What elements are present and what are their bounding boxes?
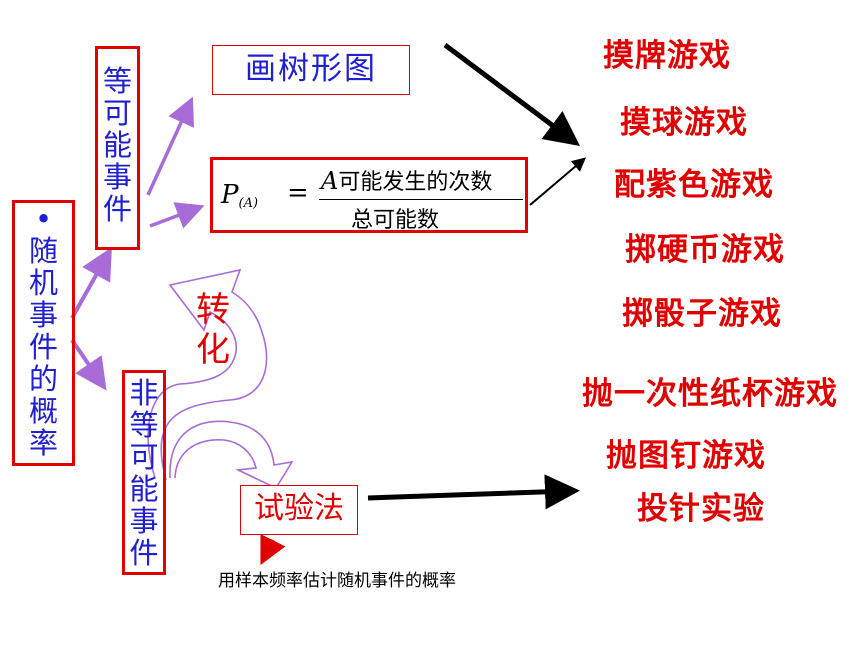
char: 件 (102, 192, 132, 226)
formula-numerator-text: 可能发生的次数 (338, 170, 493, 195)
formula-equals: = (287, 178, 309, 208)
formula-fraction-bar (319, 199, 523, 200)
game-item: 配紫色游戏 (614, 167, 774, 203)
formula-p: P (221, 180, 239, 210)
char: 事 (102, 160, 132, 194)
char: 等 (102, 64, 132, 98)
game-item: 掷硬币游戏 (625, 232, 785, 268)
char: 化 (196, 330, 230, 370)
formula-lhs: P(A) (221, 180, 258, 211)
char: 非 (129, 376, 159, 410)
random-event-probability-text: • 随 机 事 件 的 概 率 (15, 203, 72, 459)
experiment-method-box: 试验法 (240, 485, 358, 535)
char: 事 (129, 504, 159, 538)
char: 可 (102, 96, 132, 130)
formula-numerator-var: A (321, 167, 339, 195)
char: 件 (129, 536, 159, 570)
estimate-note: 用样本频率估计随机事件的概率 (218, 571, 456, 591)
tree-diagram-label: 画树形图 (245, 51, 377, 87)
equal-likelihood-box: 等 可 能 事 件 (95, 46, 140, 250)
arrow-to-estimate (260, 533, 286, 566)
char: 随 (28, 234, 58, 268)
char: 概 (28, 394, 58, 428)
char: 能 (102, 128, 132, 162)
arrow-to-nonequal (70, 338, 107, 391)
game-item: 抛一次性纸杯游戏 (582, 376, 838, 412)
arrow-experiment-to-games (367, 474, 580, 510)
game-item: 摸牌游戏 (603, 38, 731, 74)
arrow-to-formula (149, 202, 205, 229)
game-item: 摸球游戏 (620, 105, 748, 141)
char: 率 (28, 426, 58, 460)
non-equal-likelihood-box: 非 等 可 能 事 件 (122, 370, 166, 575)
char: 机 (28, 266, 58, 300)
char: 事 (28, 298, 58, 332)
conversion-curved-arrows (147, 268, 294, 490)
arrow-to-tree (146, 96, 195, 196)
arrow-to-equal (70, 247, 112, 319)
tree-diagram-box: 画树形图 (212, 45, 410, 95)
formula-denominator: 总可能数 (351, 208, 440, 233)
char: 的 (28, 362, 58, 396)
conversion-label: 转 化 (196, 290, 230, 370)
experiment-method-label: 试验法 (254, 491, 344, 526)
probability-formula-box: P(A) = A可能发生的次数 总可能数 (210, 157, 528, 233)
char: 可 (129, 440, 159, 474)
char: 件 (28, 330, 58, 364)
formula-numerator: A可能发生的次数 (321, 164, 492, 196)
arrow-tree-to-games (443, 42, 581, 146)
non-equal-likelihood-text: 非 等 可 能 事 件 (125, 373, 163, 569)
equal-likelihood-text: 等 可 能 事 件 (98, 49, 137, 225)
game-item: 投针实验 (637, 491, 765, 527)
formula-subscript: (A) (238, 196, 259, 211)
char: 等 (129, 408, 159, 442)
bullet-char: • (34, 202, 53, 236)
char: 转 (196, 290, 230, 330)
random-event-probability-box: • 随 机 事 件 的 概 率 (12, 200, 75, 466)
game-item: 掷骰子游戏 (622, 296, 782, 332)
game-item: 抛图钉游戏 (606, 438, 766, 474)
char: 能 (129, 472, 159, 506)
arrow-formula-to-games (529, 157, 587, 206)
